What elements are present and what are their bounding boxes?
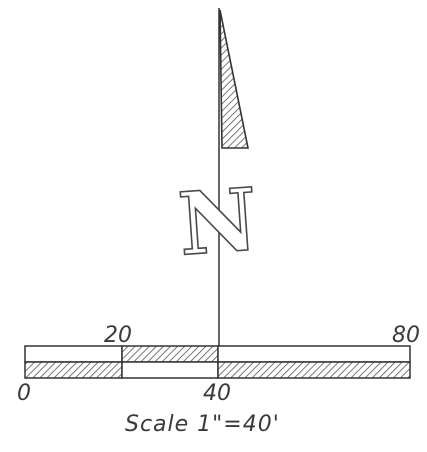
north-arrow: N (175, 8, 262, 348)
scale-segment-bottom-2 (121, 361, 219, 379)
scale-label-20: 20 (104, 323, 132, 348)
north-letter: N (175, 169, 260, 275)
scale-segment-bottom-3 (217, 361, 411, 379)
scale-segment-top-3 (217, 345, 411, 363)
scale-segment-top-1 (24, 345, 123, 363)
scale-label-80: 80 (392, 323, 420, 348)
scale-caption: Scale 1"=40' (125, 412, 280, 437)
scale-segment-bottom-1 (24, 361, 123, 379)
scale-label-40: 40 (203, 381, 231, 406)
scale-segment-top-2 (121, 345, 219, 363)
north-arrow-head (219, 9, 249, 149)
scale-bar: 20 80 0 40 Scale 1"=40' (17, 323, 420, 437)
scale-label-0: 0 (17, 381, 31, 406)
